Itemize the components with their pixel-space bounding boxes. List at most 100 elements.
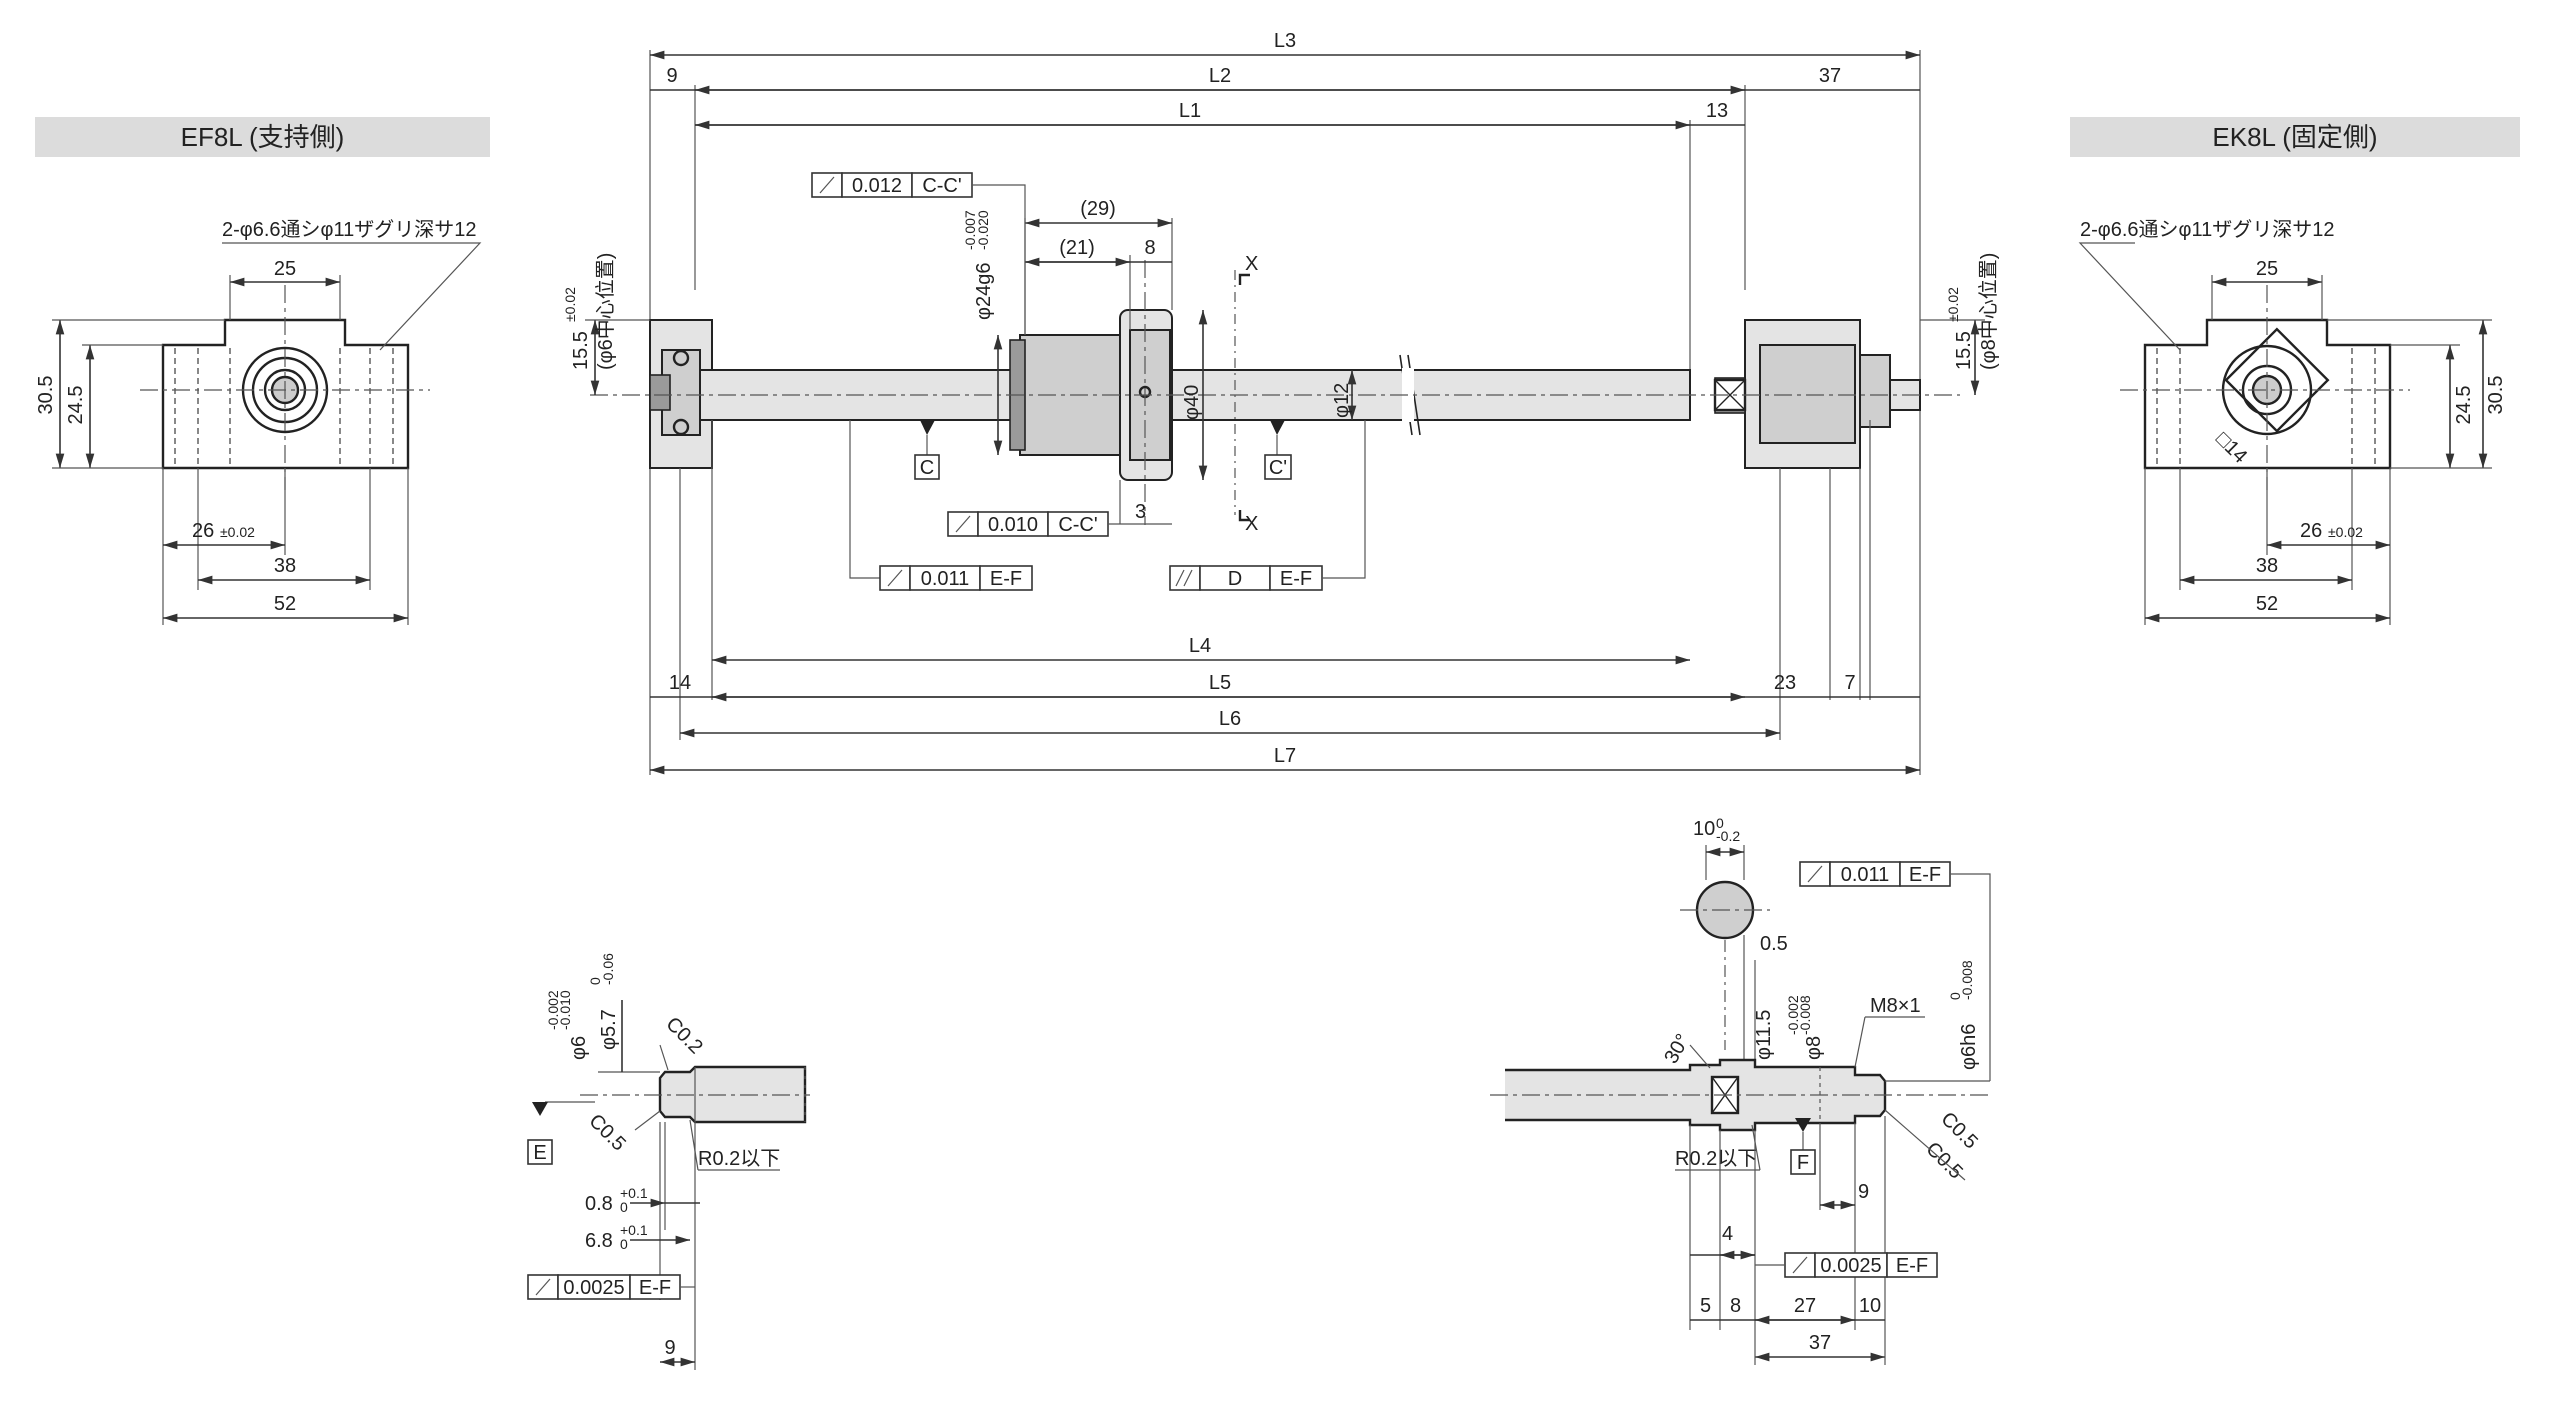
left-dim-26-tol: ±0.02	[220, 524, 255, 540]
right-tol1-ref: E-F	[1909, 864, 1941, 886]
dim-L3: L3	[1274, 30, 1296, 52]
right-square: □14	[2211, 428, 2251, 468]
phi5-7-lower: -0.06	[600, 953, 616, 985]
fixed-side-header: EK8L (固定側)	[2070, 117, 2520, 157]
right-dim-38: 38	[2256, 555, 2278, 577]
d0-5: 0.5	[1760, 933, 1788, 955]
dim-0-8-lower: 0	[620, 1199, 628, 1215]
datum-c: C	[920, 457, 934, 479]
right-dim-24-5: 24.5	[2453, 386, 2475, 425]
phi6-upper: -0.002	[545, 990, 561, 1030]
tol2-ref: C-C'	[1058, 514, 1097, 536]
support-side-header: EF8L (支持側)	[35, 117, 490, 157]
c05: C0.5	[584, 1110, 629, 1155]
left-center-tol: ±0.02	[562, 287, 578, 322]
tol3-value: 0.011	[921, 568, 970, 590]
section-x-bottom: X	[1245, 513, 1258, 535]
right-dim-52: 52	[2256, 593, 2278, 615]
phi5-7-upper: 0	[587, 977, 603, 985]
right-d9: 9	[1858, 1181, 1869, 1203]
right-center-note: (φ8中心位置)	[1977, 253, 2000, 370]
dim-6-8: 6.8	[585, 1230, 613, 1252]
dim-L4: L4	[1189, 635, 1211, 657]
right-d37: 37	[1809, 1332, 1831, 1354]
left-dim-52: 52	[274, 593, 296, 615]
dim-8: 8	[1144, 237, 1155, 259]
dim-0-8-upper: +0.1	[620, 1185, 648, 1201]
d10-upper: 0	[1716, 815, 1724, 831]
dim-phi12: φ12	[1331, 383, 1353, 418]
left-detail-dim-9: 9	[664, 1337, 675, 1359]
phi6h6-upper: 0	[1947, 992, 1963, 1000]
tol2-value: 0.010	[988, 514, 1038, 536]
fixed-side-title: EK8L (固定側)	[2212, 122, 2378, 152]
dim-phi24-upper: -0.007	[962, 210, 978, 250]
phi6h6-lower: -0.008	[1959, 960, 1975, 1000]
dim-phi24: φ24g6	[973, 263, 995, 320]
phi6-lower: -0.010	[557, 990, 573, 1030]
right-d27: 27	[1794, 1295, 1816, 1317]
right-hole-note: 2-φ6.6通シφ11ザグリ深サ12	[2080, 218, 2335, 241]
dim-23: 23	[1774, 672, 1796, 694]
d10: 10	[1693, 818, 1715, 840]
left-dim-38: 38	[274, 555, 296, 577]
datum-f: F	[1797, 1152, 1809, 1174]
right-dim-30-5: 30.5	[2485, 376, 2507, 415]
dim-L5: L5	[1209, 672, 1231, 694]
phi8-upper: -0.002	[1785, 995, 1801, 1035]
r02-right: R0.2以下	[1675, 1148, 1757, 1170]
dim-37: 37	[1819, 65, 1841, 87]
support-side-end-view: 25 2-φ6.6通シφ11ザグリ深サ12 30.5 24.5 26 ±0.02…	[35, 218, 482, 625]
left-center-dim: 15.5	[570, 331, 592, 370]
dim-0-8: 0.8	[585, 1193, 613, 1215]
right-d10: 10	[1859, 1295, 1881, 1317]
dim-phi40: φ40	[1181, 385, 1203, 420]
datum-e: E	[533, 1142, 546, 1164]
left-detail-tol-value: 0.0025	[563, 1277, 624, 1299]
dim-3: 3	[1135, 501, 1146, 523]
deg30: 30°	[1660, 1030, 1694, 1067]
dim-L6: L6	[1219, 708, 1241, 730]
left-hole-note: 2-φ6.6通シφ11ザグリ深サ12	[222, 218, 477, 241]
right-center-tol: ±0.02	[1945, 287, 1961, 322]
tol4-value: D	[1228, 568, 1242, 590]
dim-21: (21)	[1059, 237, 1095, 259]
support-side-title: EF8L (支持側)	[180, 122, 345, 152]
right-dim-26: 26	[2300, 520, 2322, 542]
tol3-ref: E-F	[990, 568, 1022, 590]
section-x-top: X	[1245, 253, 1258, 275]
right-center-dim: 15.5	[1953, 331, 1975, 370]
d10-lower: -0.2	[1716, 828, 1740, 844]
phi8-lower: -0.008	[1797, 995, 1813, 1035]
dim-L7: L7	[1274, 745, 1296, 767]
left-dim-25: 25	[274, 258, 296, 280]
right-tol2-value: 0.0025	[1820, 1255, 1881, 1277]
right-d8: 8	[1730, 1295, 1741, 1317]
dim-6-8-lower: 0	[620, 1236, 628, 1252]
dim-9: 9	[666, 65, 677, 87]
phi6: φ6	[568, 1036, 590, 1060]
tol1-ref: C-C'	[922, 175, 961, 197]
dim-phi24-lower: -0.020	[975, 210, 991, 250]
right-dim-25: 25	[2256, 258, 2278, 280]
phi5-7: φ5.7	[598, 1009, 620, 1050]
phi8: φ8	[1803, 1036, 1825, 1060]
dim-29: (29)	[1080, 198, 1116, 220]
datum-c-prime: C'	[1269, 457, 1287, 479]
m8x1: M8×1	[1870, 995, 1921, 1017]
tol4-ref: E-F	[1280, 568, 1312, 590]
left-detail-tol-ref: E-F	[639, 1277, 671, 1299]
fixed-side-end-view: 25 2-φ6.6通シφ11ザグリ深サ12 □14 30.5 24.5 26 ±…	[2078, 218, 2507, 625]
left-dim-26: 26	[192, 520, 214, 542]
dim-6-8-upper: +0.1	[620, 1222, 648, 1238]
c02: C0.2	[661, 1013, 706, 1058]
r02: R0.2以下	[698, 1148, 780, 1170]
dim-14: 14	[669, 672, 691, 694]
tol1-value: 0.012	[852, 175, 902, 197]
right-tol1-value: 0.011	[1841, 864, 1890, 886]
left-dim-30-5: 30.5	[35, 376, 57, 415]
left-dim-24-5: 24.5	[65, 386, 87, 425]
dim-L2: L2	[1209, 65, 1231, 87]
phi6h6: φ6h6	[1958, 1024, 1980, 1070]
